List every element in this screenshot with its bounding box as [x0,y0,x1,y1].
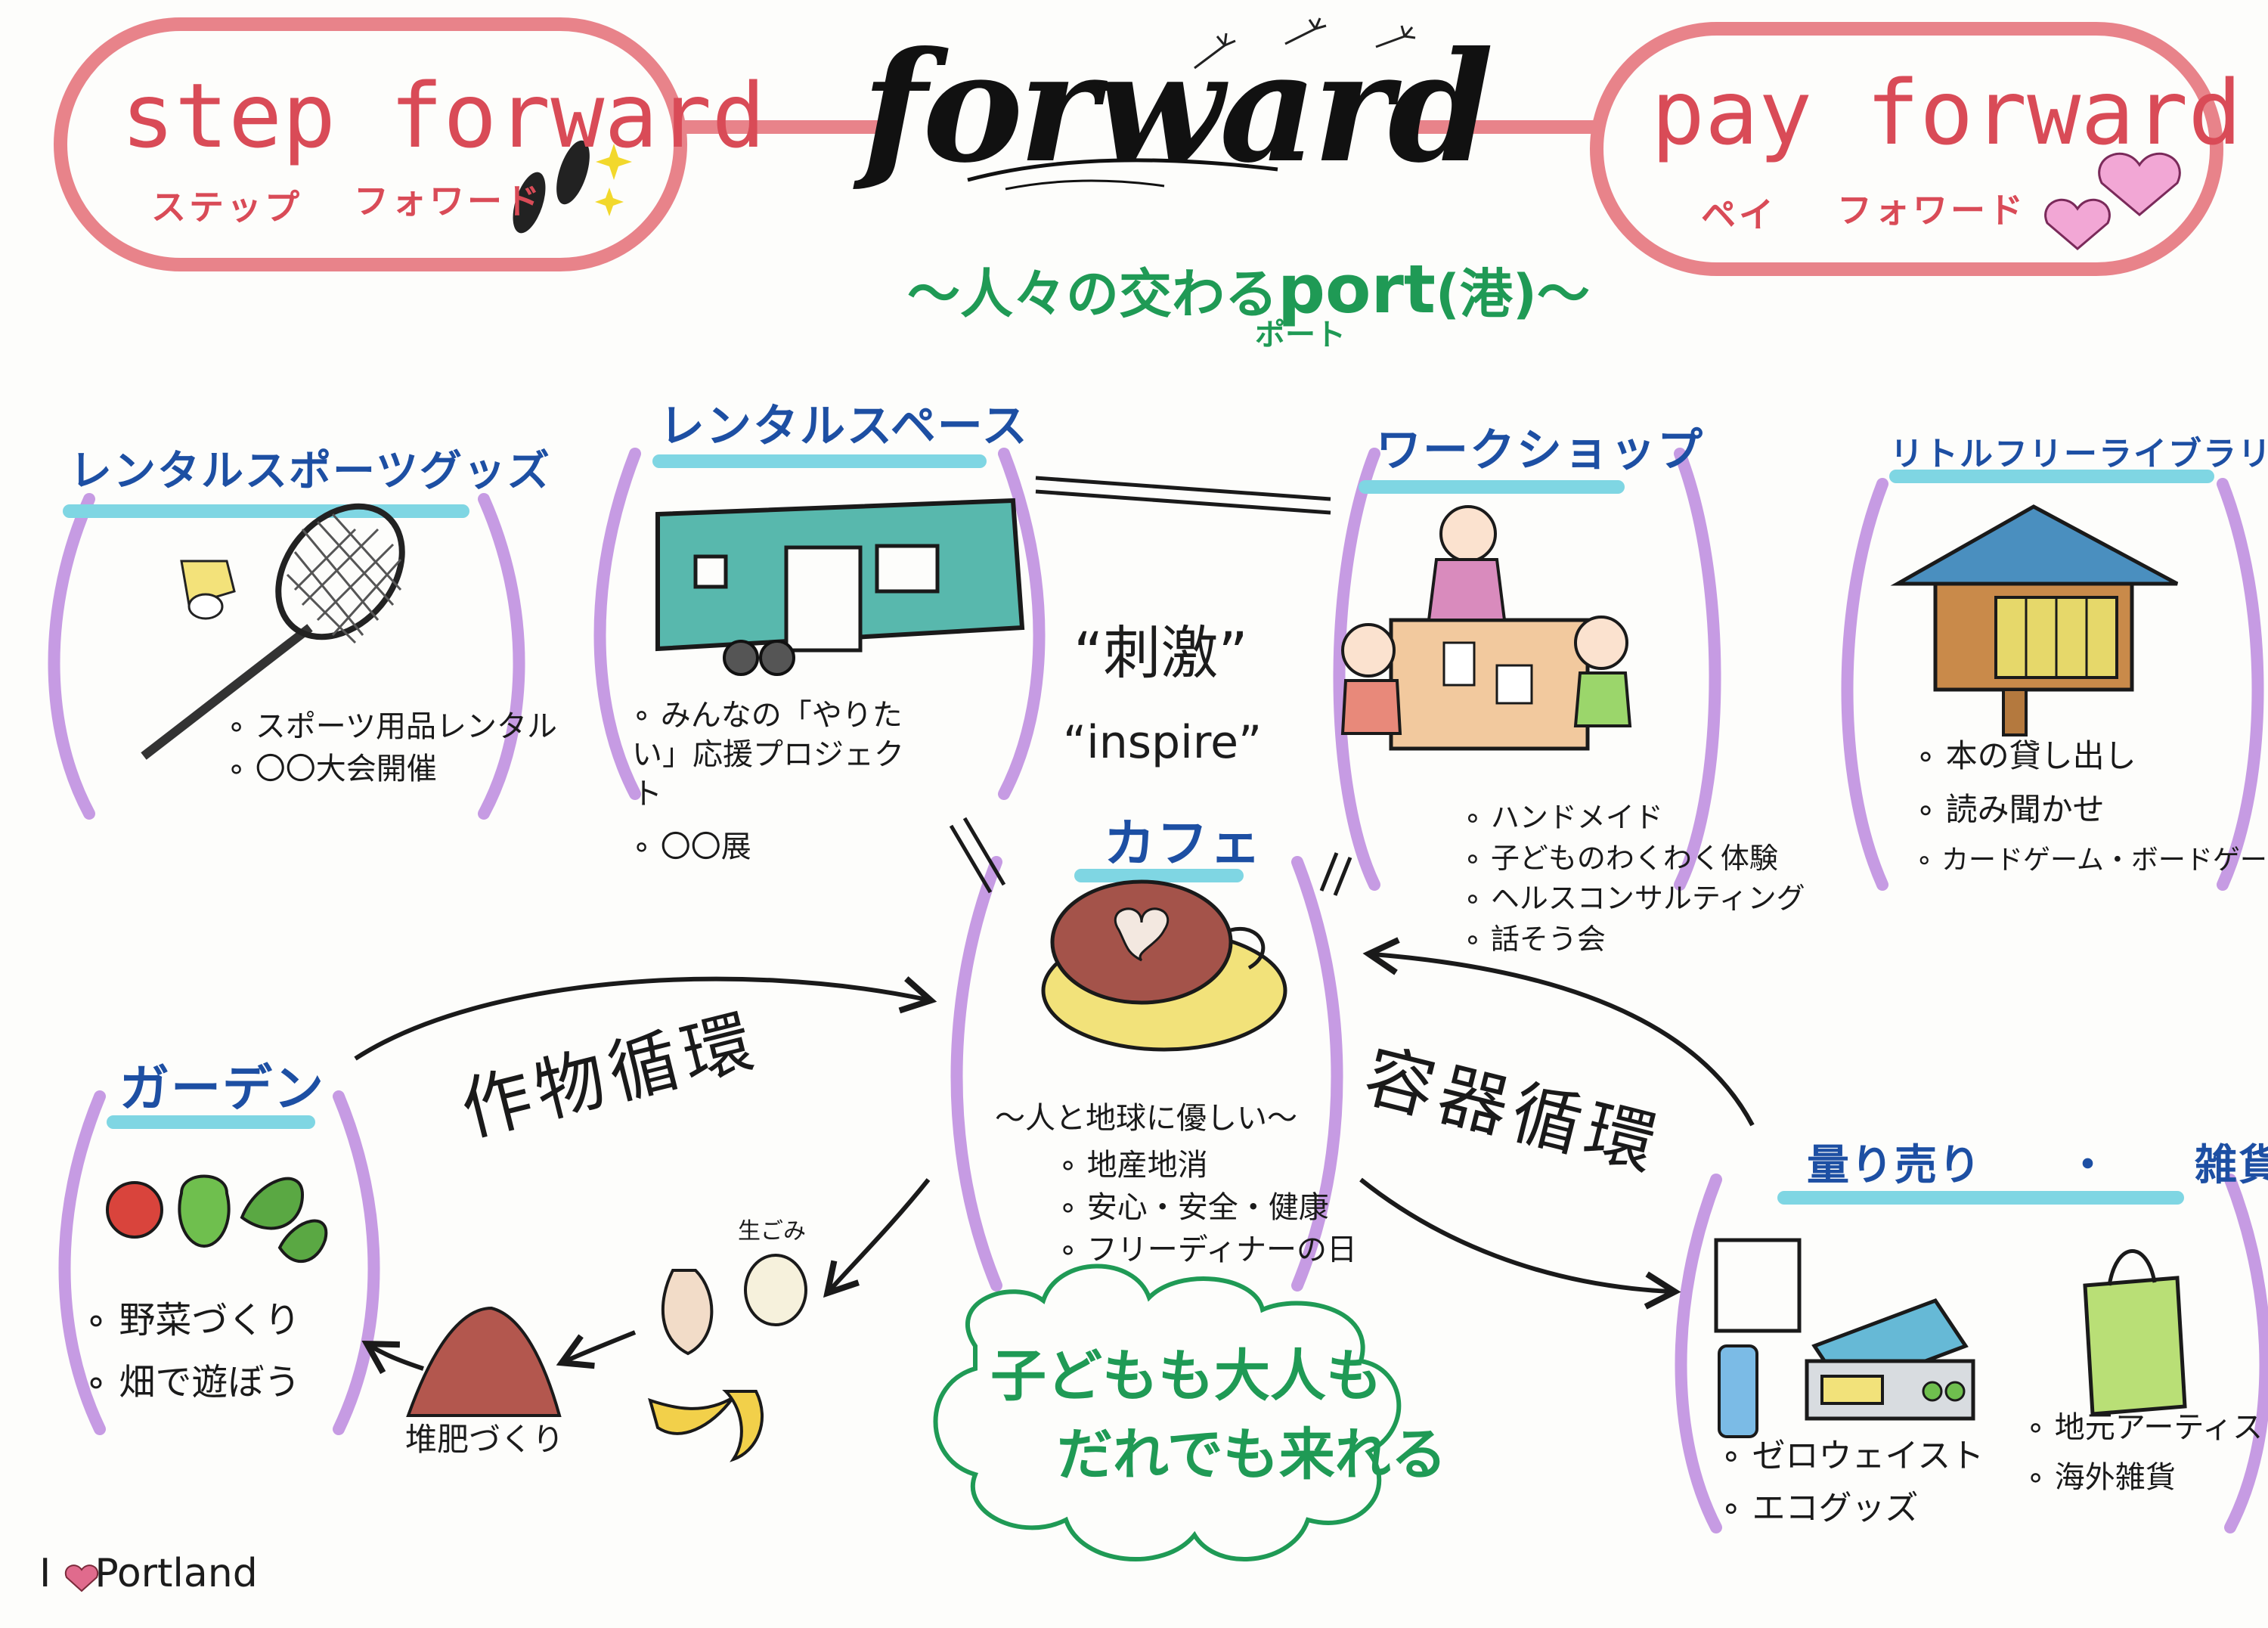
signature-post: Portland [94,1551,258,1596]
latte-cup-icon [1041,879,1287,1052]
workshop-people-illustration [1340,505,1632,751]
list-garden: 野菜づくり 畑で遊ぼう [85,1293,300,1417]
subtitle: 〜人々の交わるport(港)〜 [907,251,1590,327]
list-item: ∘ みんなの「やりたい」応援プロジェクト [632,698,904,811]
heading-bulk: 量り売り ・ 雑貨 [1807,1141,2268,1190]
list-item: 海外雑貨 [2026,1456,2268,1499]
footprint-icon [513,140,590,234]
arrow-compost-to-garden [361,1341,424,1375]
logo: forward [862,19,1494,197]
arrow-bulk-to-cafe [1362,937,1755,1127]
list-item: 野菜づくり [85,1293,300,1347]
little-free-library-icon [1890,504,2179,736]
list-item: エコグッズ [1721,1486,1984,1530]
left-pill-kana-step: ステップ [151,187,302,228]
cloud-line-1: 子どもも大人も [990,1344,1382,1409]
list-bulk-left: ゼロウェイスト エコグッズ [1721,1434,1984,1539]
list-space: ∘ みんなの「やりたい」応援プロジェクト ∘ 〇〇展 [632,696,904,867]
speech-cloud [933,1264,1402,1562]
arrow-garden-to-cafe [354,976,937,1061]
heading-rental-space: レンタルスペース [659,400,1029,453]
heading-bulk-a: 量り売り [1807,1141,1982,1190]
list-item: 読み聞かせ [1916,787,2268,833]
arrow-cafe-to-scraps [823,1178,931,1298]
trailer-icon [655,498,1025,676]
heading-sports: レンタルスポーツグッズ [70,447,551,496]
signature-pre: I [39,1551,51,1596]
heading-bulk-b: 雑貨 [2195,1141,2268,1190]
compost-pile-icon [406,1306,562,1417]
list-item: 本の貸し出し [1916,733,2268,780]
cafe-tagline: 〜人と地球に優しい〜 [995,1101,1297,1136]
subtitle-paren: (港)〜 [1435,263,1590,325]
signature: I Portland [39,1551,258,1597]
list-item: 子どものわくわく体験 [1464,842,1805,876]
right-pill-kana-pay: ペイ [1701,194,1777,235]
sparkle-icon [595,144,632,216]
list-sports: スポーツ用品レンタル 〇〇大会開催 [227,709,557,794]
left-pill-outline [54,17,687,271]
inspire-en: “inspire” [1063,716,1263,769]
list-bulk-right: 地元アーティストさん 海外雑貨 [2026,1406,2268,1506]
shuttlecock-icon [180,560,236,620]
list-item-text: 〇〇展 [660,830,751,864]
list-item: スポーツ用品レンタル [227,709,557,744]
heading-bulk-sep: ・ [2066,1141,2111,1190]
heading-workshop: ワークショップ [1376,424,1704,477]
subtitle-word: port [1278,250,1436,328]
section-brackets [48,448,2268,1533]
list-item: ゼロウェイスト [1721,1434,1984,1478]
list-item: 地産地消 [1058,1148,1357,1183]
list-cafe: 地産地消 安心・安全・健康 フリーディナーの日 [1058,1148,1357,1275]
right-pill-outline [1590,22,2223,276]
list-item: 地元アーティストさん [2026,1406,2268,1449]
badminton-racket-icon [141,503,405,760]
heading-garden: ガーデン [119,1059,325,1118]
link-lines [949,476,1352,896]
list-item: ハンドメイド [1464,801,1805,835]
subtitle-pre: 〜人々の交わる [907,263,1278,325]
heading-underlines [63,454,2214,1205]
heart-icon [2044,152,2181,250]
list-item: カードゲーム・ボードゲーム [1916,841,2268,880]
inspire-jp: “刺激” [1074,619,1248,687]
signature-heart-icon [64,1564,99,1592]
list-item: ヘルスコンサルティング [1464,882,1805,916]
list-item: 話そう会 [1464,923,1805,957]
bulk-store-items-icon [1714,1238,2187,1438]
right-pill-title: pay forward [1651,60,2242,165]
cloud-line-2: だれでも来れる [1057,1422,1447,1487]
heading-library: リトルフリーライブラリー [1890,435,2268,473]
compost-label: 堆肥づくり [405,1421,565,1458]
list-item-text: みんなの「やりたい」応援プロジェクト [632,698,904,811]
list-item: 安心・安全・健康 [1058,1190,1357,1225]
logo-swirl [967,158,1278,182]
arrow-cafe-to-bulk [1359,1177,1681,1310]
logo-swirl-inner [1005,179,1165,191]
list-library: 本の貸し出し 読み聞かせ カードゲーム・ボードゲーム [1916,733,2268,888]
list-workshop: ハンドメイド 子どものわくわく体験 ヘルスコンサルティング 話そう会 [1464,801,1805,964]
arrow-scraps-to-compost [556,1330,637,1369]
right-pill-kana-forward: フォワード [1837,190,2026,231]
cycle-arrows [354,937,1755,1375]
vegetables-icon [106,1174,328,1264]
list-item: 畑で遊ぼう [85,1355,300,1409]
scraps-label: 生ごみ [738,1218,806,1245]
heading-cafe: カフェ [1104,814,1263,874]
food-scraps-icon [648,1254,807,1462]
list-item: ∘ 〇〇展 [632,830,751,864]
left-pill-title: step forward [121,64,766,168]
list-item: 〇〇大会開催 [227,752,557,786]
left-pill-kana-forward: フォワード [354,181,543,222]
list-item: フリーディナーの日 [1058,1233,1357,1267]
dandelion-seed-icon [1194,17,1416,70]
subtitle-ruby: ポート [1255,318,1346,352]
